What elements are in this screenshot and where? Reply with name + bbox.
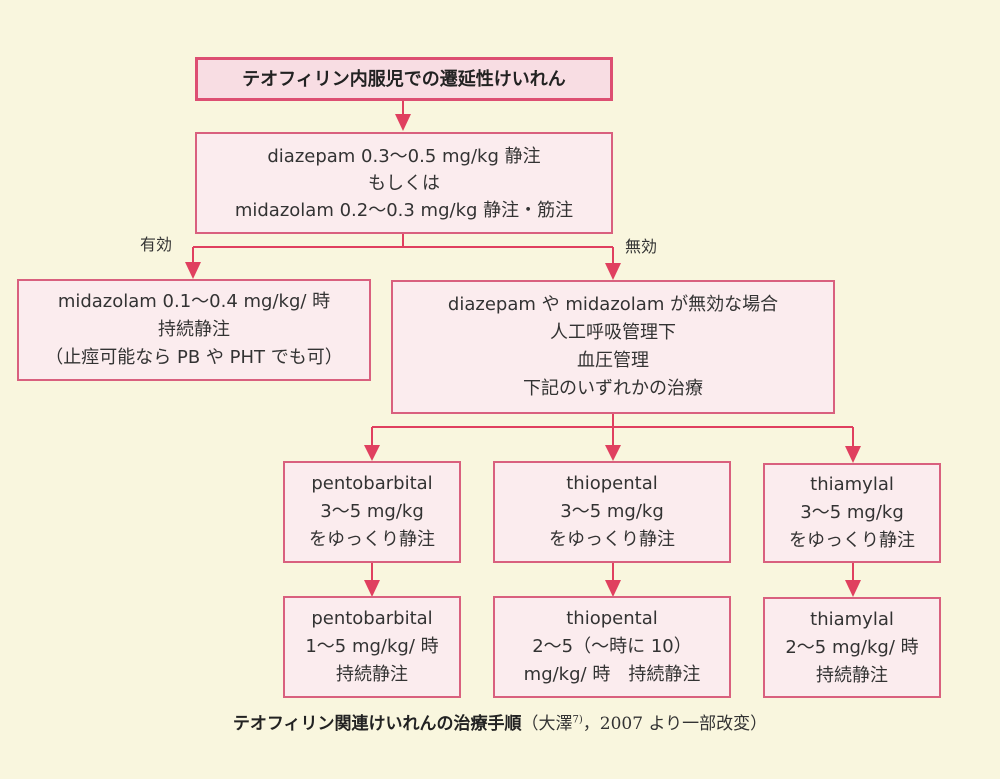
caption-title: テオフィリン関連けいれんの治療手順 bbox=[232, 714, 522, 734]
arrowhead-icon bbox=[605, 580, 621, 597]
node-text: 持続静注 bbox=[816, 664, 888, 686]
node-thio-bolus: thiopental 3〜5 mg/kg をゆっくり静注 bbox=[493, 461, 731, 563]
node-text: 下記のいずれかの治療 bbox=[523, 378, 703, 399]
node-text: 持続静注 bbox=[336, 664, 408, 685]
figure-caption: テオフィリン関連けいれんの治療手順（大澤7)，2007 より一部改変） bbox=[0, 709, 1000, 734]
node-text: thiamylal bbox=[810, 474, 894, 495]
caption-source: （大澤7)，2007 より一部改変） bbox=[522, 714, 768, 734]
node-text: をゆっくり静注 bbox=[309, 529, 435, 550]
node-text: 3〜5 mg/kg bbox=[800, 502, 904, 523]
caption-reference: 7) bbox=[572, 714, 583, 726]
node-thio-cont: thiopental 2〜5（〜時に 10） mg/kg/ 時 持続静注 bbox=[493, 596, 731, 698]
edge-label-effective: 有効 bbox=[140, 235, 173, 254]
node-text: 1〜5 mg/kg/ 時 bbox=[305, 636, 439, 657]
arrowhead-icon bbox=[845, 446, 861, 463]
node-text: thiamylal bbox=[810, 608, 894, 630]
node-ineffective: diazepam や midazolam が無効な場合 人工呼吸管理下 血圧管理… bbox=[391, 280, 835, 414]
node-text: テオフィリン内服児での遷延性けいれん bbox=[242, 68, 566, 90]
caption-source-open: （大澤 bbox=[521, 714, 573, 734]
node-text: diazepam や midazolam が無効な場合 bbox=[447, 294, 779, 315]
arrowhead-icon bbox=[364, 580, 380, 597]
node-text: thiopental bbox=[566, 608, 658, 629]
node-text: 血圧管理 bbox=[577, 350, 649, 371]
node-first-line: diazepam 0.3〜0.5 mg/kg 静注 もしくは midazolam… bbox=[195, 132, 613, 234]
node-text: midazolam 0.1〜0.4 mg/kg/ 時 bbox=[57, 291, 331, 312]
caption-source-rest: ，2007 より一部改変） bbox=[582, 714, 768, 734]
node-text: 人工呼吸管理下 bbox=[550, 322, 676, 343]
node-text: thiopental bbox=[566, 473, 658, 494]
node-text: 3〜5 mg/kg bbox=[320, 501, 424, 522]
node-pento-cont: pentobarbital 1〜5 mg/kg/ 時 持続静注 bbox=[283, 596, 461, 698]
node-effective: midazolam 0.1〜0.4 mg/kg/ 時 持続静注 （止痙可能なら … bbox=[17, 279, 371, 381]
node-text: もしくは bbox=[368, 172, 440, 194]
arrowhead-icon bbox=[185, 262, 201, 279]
node-text: をゆっくり静注 bbox=[549, 529, 675, 550]
arrowhead-icon bbox=[395, 114, 411, 131]
node-text: pentobarbital bbox=[311, 473, 433, 494]
node-start: テオフィリン内服児での遷延性けいれん bbox=[195, 57, 613, 101]
node-text: 2〜5（〜時に 10） bbox=[532, 636, 692, 657]
node-thiamy-bolus: thiamylal 3〜5 mg/kg をゆっくり静注 bbox=[763, 463, 941, 563]
edge-label-ineffective: 無効 bbox=[625, 237, 658, 256]
node-text: 2〜5 mg/kg/ 時 bbox=[785, 636, 919, 658]
arrowhead-icon bbox=[605, 445, 621, 461]
arrowhead-icon bbox=[605, 263, 621, 280]
arrowhead-icon bbox=[364, 445, 380, 461]
node-text: diazepam 0.3〜0.5 mg/kg 静注 bbox=[267, 145, 541, 167]
node-text: 3〜5 mg/kg bbox=[560, 501, 664, 522]
node-pento-bolus: pentobarbital 3〜5 mg/kg をゆっくり静注 bbox=[283, 461, 461, 563]
node-text: mg/kg/ 時 持続静注 bbox=[523, 664, 701, 685]
node-text: 持続静注 bbox=[158, 319, 230, 340]
node-text: midazolam 0.2〜0.3 mg/kg 静注・筋注 bbox=[234, 199, 574, 221]
node-text: pentobarbital bbox=[311, 608, 433, 629]
node-text: （止痙可能なら PB や PHT でも可） bbox=[45, 347, 343, 368]
node-text: をゆっくり静注 bbox=[789, 530, 915, 551]
node-thiamy-cont: thiamylal 2〜5 mg/kg/ 時 持続静注 bbox=[763, 597, 941, 698]
arrowhead-icon bbox=[845, 580, 861, 597]
